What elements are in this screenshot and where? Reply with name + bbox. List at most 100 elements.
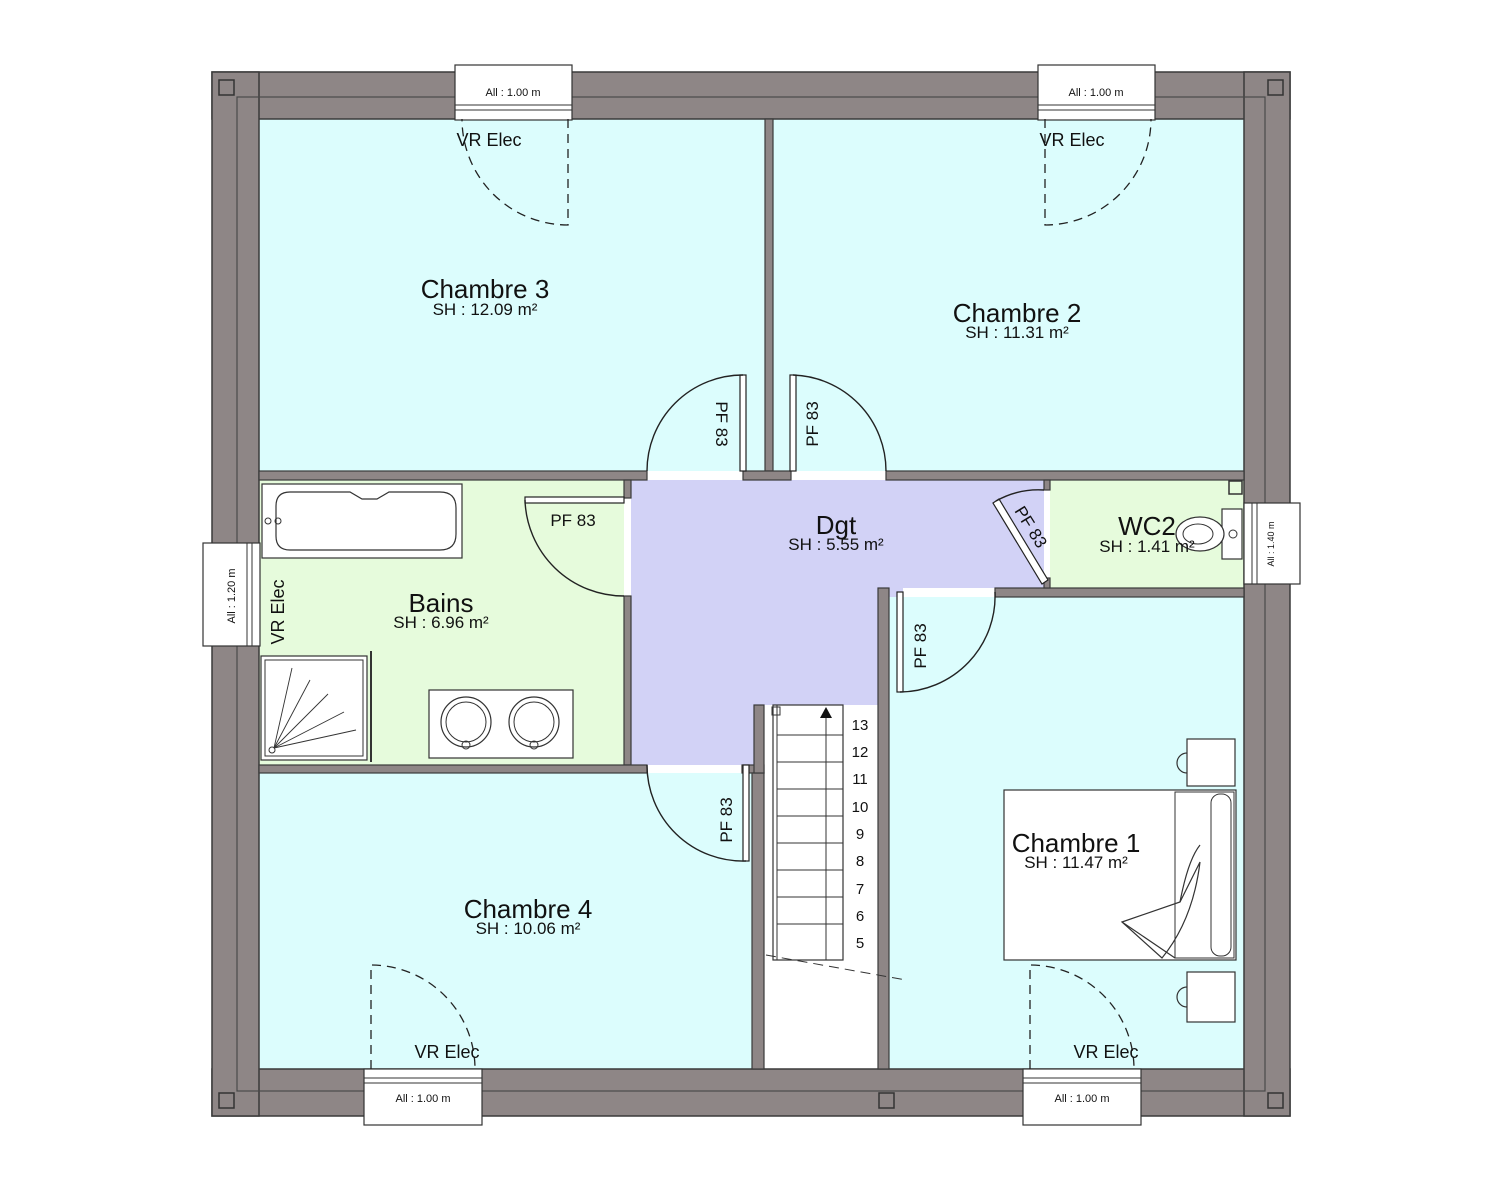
staircase: 13 12 11 10 9 8 7 6 5: [765, 704, 907, 981]
window-right-allege: All : 1.40 m: [1266, 521, 1276, 566]
post: [1267, 1092, 1284, 1109]
door-swing: [792, 374, 887, 472]
stair-step-number: 12: [852, 744, 869, 761]
stair-direction-arrow: [820, 707, 832, 718]
door-swing: [899, 591, 996, 693]
bed-furniture: [1003, 738, 1237, 1023]
window-bottom-right-allege: All : 1.00 m: [1054, 1093, 1109, 1105]
shower-slope-lines: [273, 667, 357, 749]
door-label-bains: PF 83: [550, 511, 595, 530]
door-label-chambre1: PF 83: [911, 623, 930, 668]
window-top-right: [1037, 64, 1156, 121]
window-swings: [370, 118, 1152, 1070]
sink-right: [508, 696, 560, 748]
door-label-chambre4: PF 83: [717, 797, 736, 842]
window-top-left-shutter: VR Elec: [456, 130, 521, 150]
wall-bains-dgt-b: [623, 595, 632, 766]
room-area-chambre2: SH : 11.31 m²: [965, 323, 1069, 342]
stair-step-number: 8: [856, 853, 864, 870]
window-top-right-shutter: VR Elec: [1039, 130, 1104, 150]
door-leaf: [524, 496, 625, 504]
sink-right-inner: [513, 701, 555, 743]
window-left-allege: All : 1.20 m: [226, 568, 238, 623]
room-name-chambre4: Chambre 4: [464, 894, 593, 924]
door-label-chambre3: PF 83: [712, 401, 731, 446]
chambre3-area: [259, 119, 765, 471]
door-leaf: [739, 374, 747, 472]
windows: All : 1.00 m All : 1.00 m All : 1.20 m A…: [202, 64, 1301, 1126]
nightstand-bottom: [1186, 971, 1236, 1023]
sink-left-tap: [461, 740, 471, 750]
door-swing: [995, 489, 1045, 502]
door-leaf: [789, 374, 797, 472]
nightstand-lamp: [1176, 986, 1188, 1008]
wall-right: [1243, 71, 1291, 1117]
wall-bains-c4: [258, 764, 648, 774]
window-swing-top-right: [1044, 118, 1152, 226]
bathtub-outer: [261, 483, 463, 559]
window-right: [1243, 502, 1301, 585]
post: [218, 1092, 235, 1109]
vanity-counter: [428, 689, 574, 759]
chambre2-area: [773, 119, 1244, 471]
stair-step-number: 5: [856, 935, 864, 952]
toilet-flush: [1228, 529, 1238, 539]
corner-posts: [218, 79, 1284, 1109]
dgt-area: [631, 480, 1044, 765]
shower-inner: [264, 659, 364, 757]
window-bottom-left-allege: All : 1.00 m: [395, 1093, 450, 1105]
nightstand-top: [1186, 738, 1236, 787]
wall-bains-dgt-a: [623, 479, 632, 499]
wall-h1c: [885, 470, 1245, 481]
window-top-right-allege: All : 1.00 m: [1068, 87, 1123, 99]
post: [878, 1092, 895, 1109]
window-left-shutter: VR Elec: [268, 579, 288, 644]
bathtub-drain: [264, 517, 272, 525]
sink-left: [440, 696, 492, 748]
wall-c1-west: [877, 587, 890, 1070]
pillow: [1210, 793, 1232, 957]
bed: [1003, 789, 1237, 961]
room-name-chambre3: Chambre 3: [421, 274, 550, 304]
stair-treads: [777, 734, 843, 925]
bathtub-tap: [274, 517, 282, 525]
room-area-chambre3: SH : 12.09 m²: [433, 300, 538, 319]
post: [218, 79, 235, 96]
window-bottom-left-shutter: VR Elec: [414, 1042, 479, 1062]
wall-stair-c4: [751, 772, 765, 1070]
room-area-dgt: SH : 5.55 m²: [788, 535, 884, 554]
wall-c1-north-b: [994, 587, 1245, 598]
post: [1228, 480, 1243, 495]
door-label-chambre2: PF 83: [803, 401, 822, 446]
shower: [260, 651, 372, 762]
chambre4-area: [259, 773, 752, 1069]
door-swing: [646, 374, 744, 472]
interior-walls: [258, 118, 1245, 1070]
window-swing-bottom-left: [370, 964, 476, 1070]
stair-start-mark: [771, 706, 781, 716]
room-area-chambre4: SH : 10.06 m²: [476, 919, 581, 938]
bathtub: [261, 483, 463, 559]
door-swing: [646, 764, 747, 862]
bed-sheet-curve: [1179, 844, 1201, 903]
room-name-chambre1: Chambre 1: [1012, 828, 1141, 858]
double-vanity: [428, 689, 574, 759]
stair-step-number: 10: [852, 799, 869, 816]
toilet-tank: [1221, 508, 1243, 560]
room-labels: Chambre 3 SH : 12.09 m² Chambre 2 SH : 1…: [393, 274, 1195, 938]
room-area-bains: SH : 6.96 m²: [393, 613, 489, 632]
post: [1267, 79, 1284, 96]
nightstand-lamp: [1176, 752, 1188, 774]
wall-h1a: [258, 470, 648, 481]
room-name-wc2: WC2: [1118, 511, 1176, 541]
room-name-dgt: Dgt: [816, 510, 857, 540]
sink-left-inner: [445, 701, 487, 743]
stair-step-number: 6: [856, 908, 864, 925]
door-swing: [524, 499, 625, 597]
stair-step-number: 13: [852, 717, 869, 734]
stair-outline: [772, 704, 844, 961]
toilet: [1175, 508, 1243, 560]
window-top-left: [454, 64, 573, 121]
stair-step-number: 7: [856, 881, 864, 898]
